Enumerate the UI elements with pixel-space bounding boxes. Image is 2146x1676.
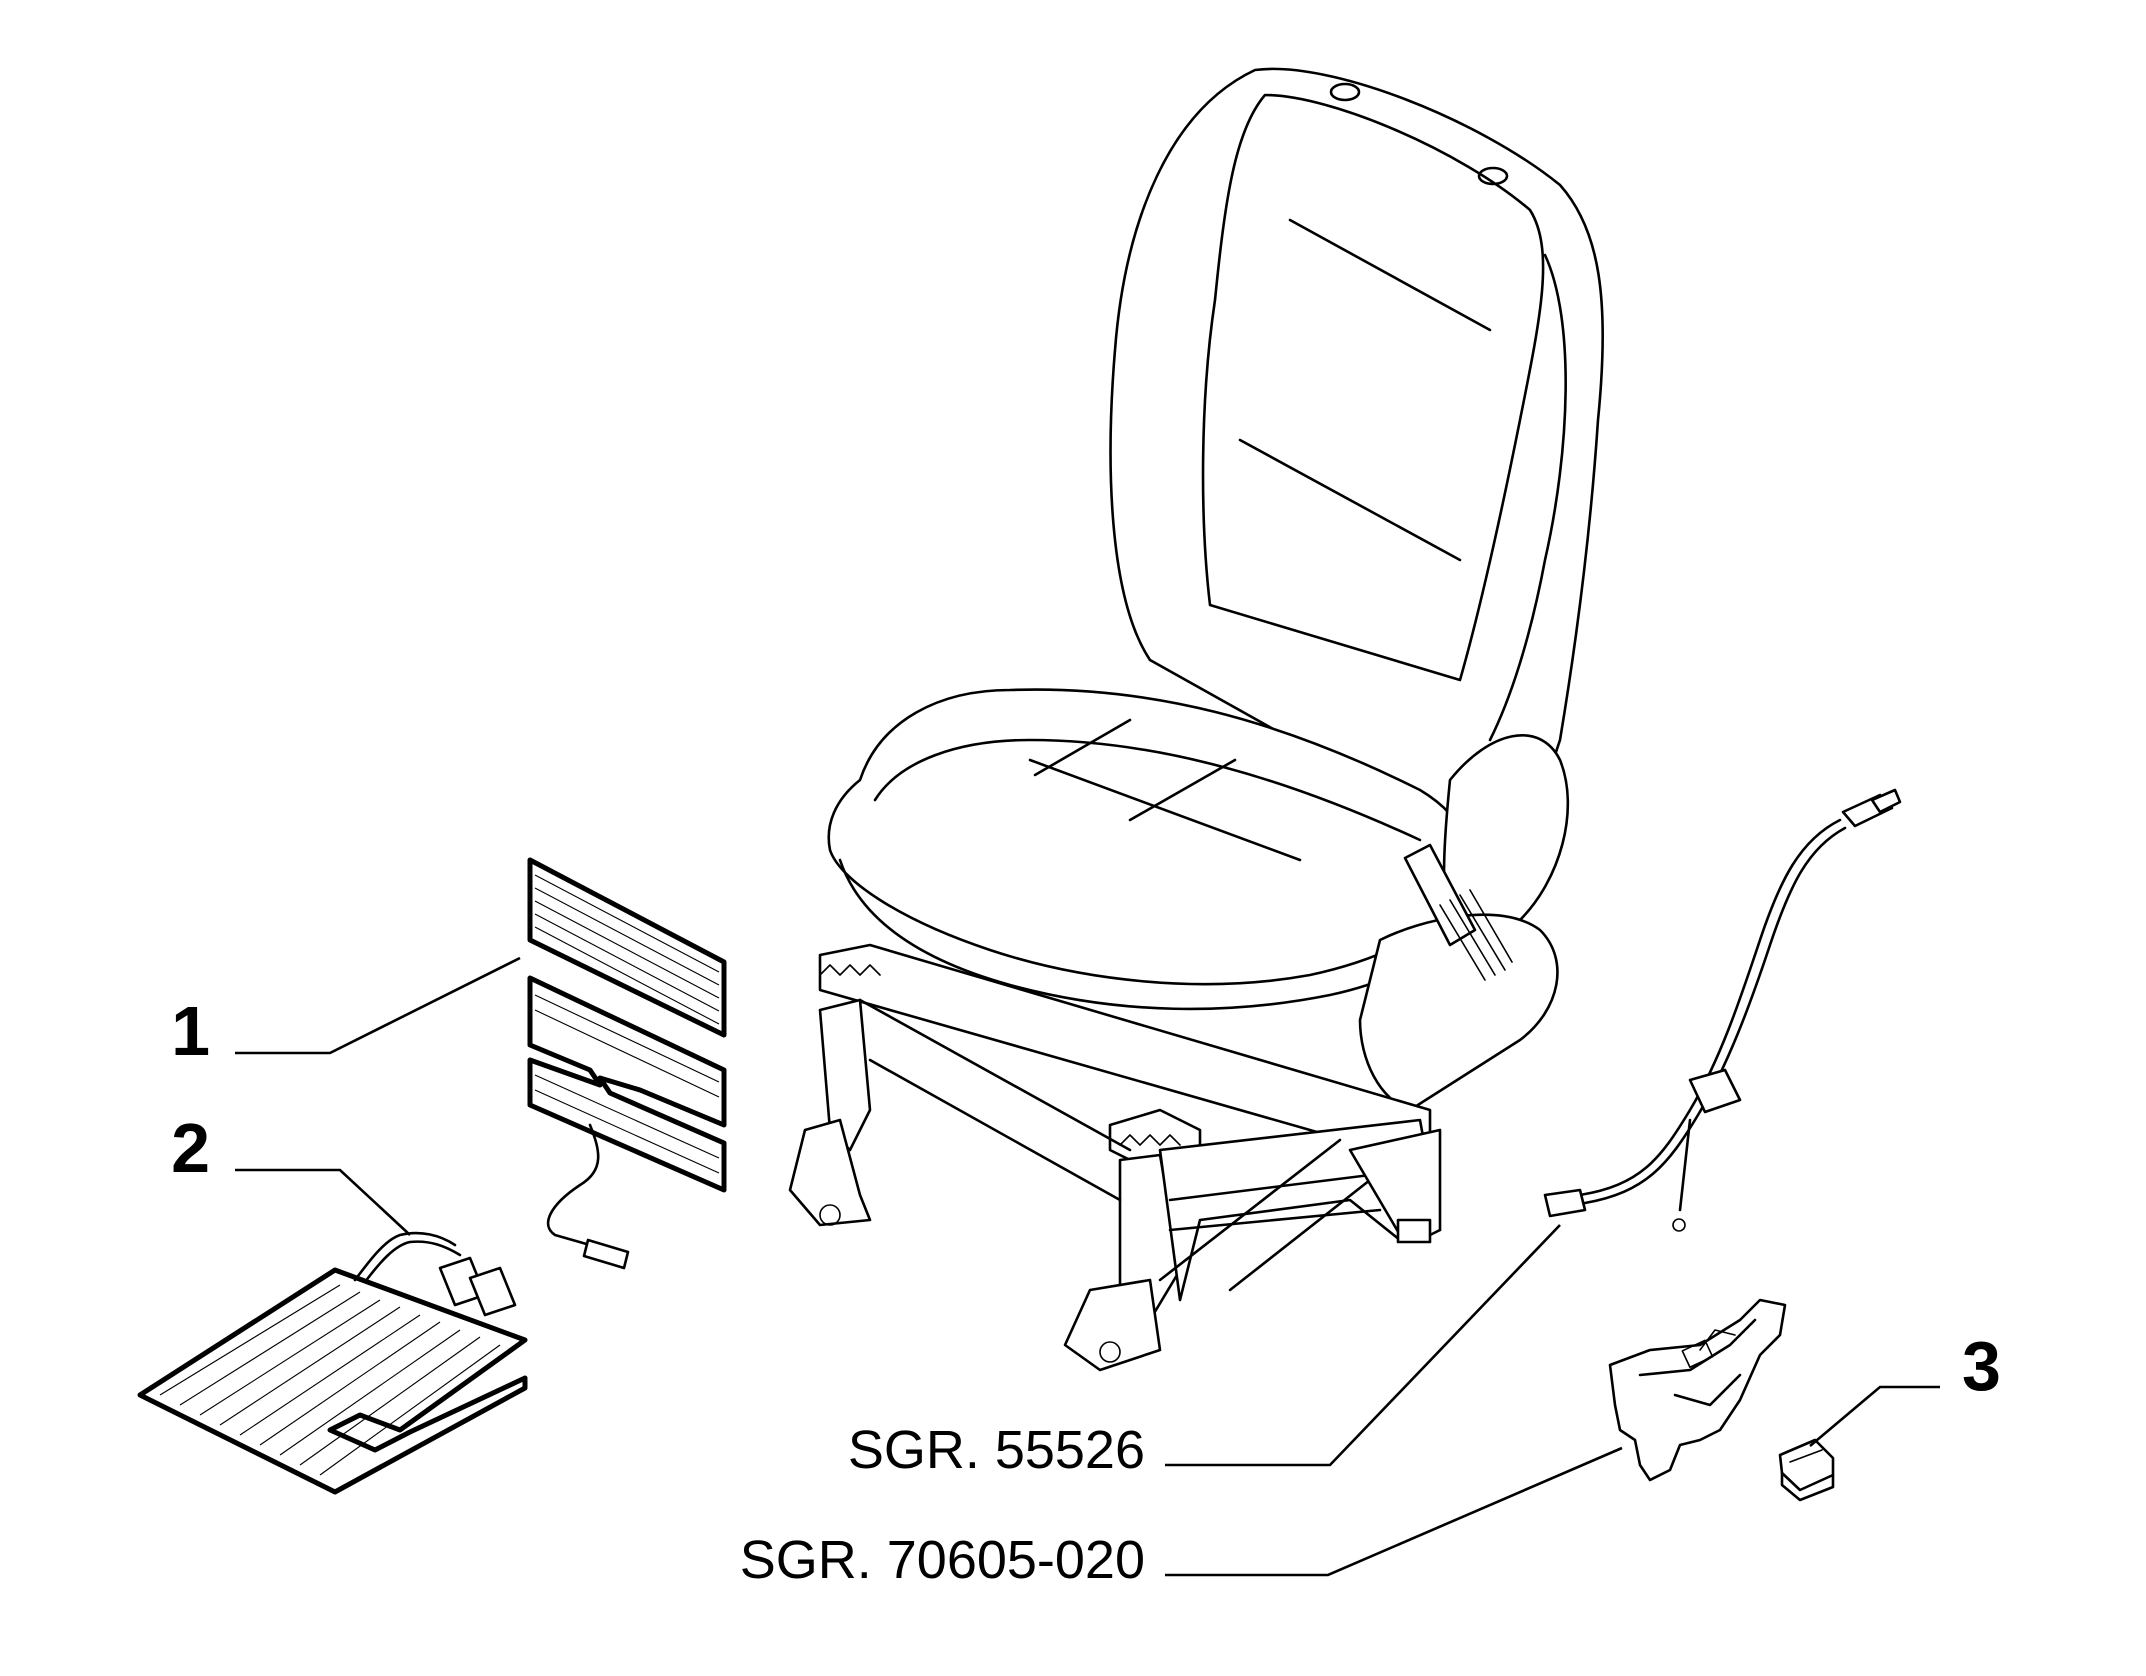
ref-sgr-55526: SGR. 55526 <box>848 1420 1145 1480</box>
leader-1 <box>235 956 521 1055</box>
wiring-harness <box>1543 788 1902 1232</box>
callout-3: 3 <box>1962 1327 2001 1405</box>
leader-sgr-55526 <box>1165 1224 1561 1467</box>
leader-2 <box>235 1168 411 1236</box>
mounting-bracket <box>1608 1298 1787 1482</box>
callout-1: 1 <box>171 992 210 1070</box>
part-1-heater-pads <box>527 857 727 1270</box>
part-2-heater-pads <box>137 1231 528 1495</box>
leader-3 <box>1809 1385 1940 1447</box>
ref-sgr-70605-020: SGR. 70605-020 <box>740 1530 1145 1590</box>
seat-assembly <box>788 67 1605 1372</box>
callout-2: 2 <box>171 1109 210 1187</box>
part-3-switch <box>1778 1438 1835 1502</box>
leader-sgr-70605-020 <box>1165 1446 1623 1577</box>
leader-lines <box>235 956 1940 1577</box>
